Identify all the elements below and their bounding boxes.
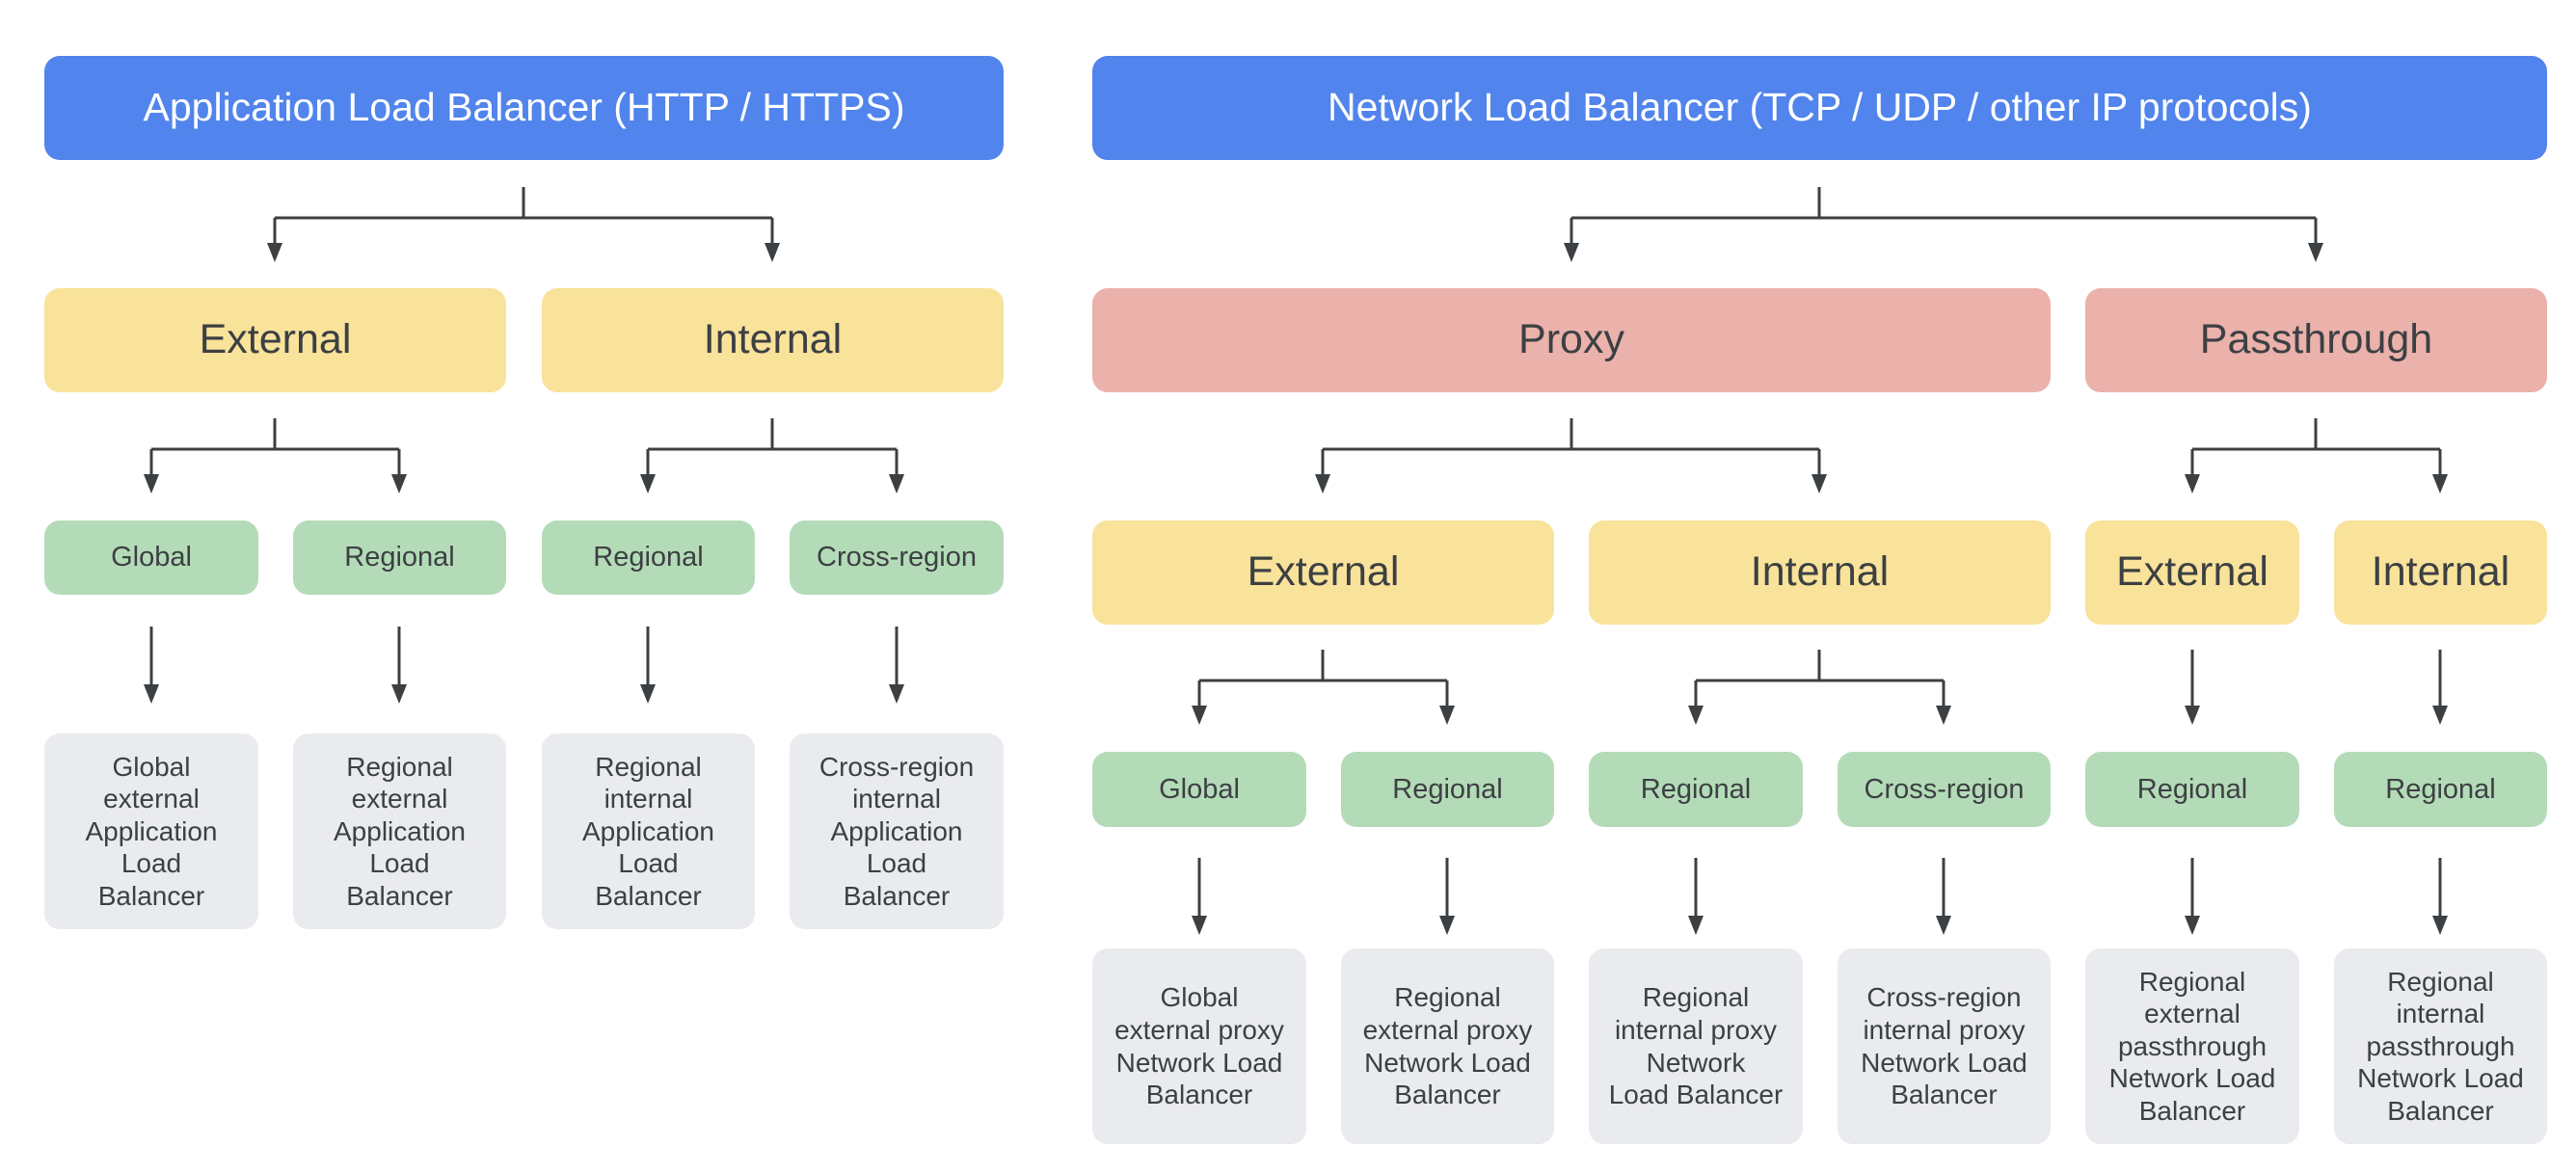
- regional-internal-proxy-nlb-product: Regional internal proxy Network Load Bal…: [1589, 948, 1803, 1144]
- connector-arrowhead-59: [2432, 706, 2448, 725]
- nlb-proxy-external-regional-box: Regional: [1341, 752, 1554, 827]
- connector-arrowhead-63: [1439, 916, 1455, 935]
- connector-arrowhead-19: [144, 684, 159, 704]
- regional-external-alb-product: Regional external Application Load Balan…: [293, 734, 506, 929]
- nlb-proxy-internal-regional-box: Regional: [1589, 752, 1803, 827]
- nlb-proxy-box: Proxy: [1092, 288, 2051, 392]
- alb-external-global-box: Global: [44, 520, 258, 595]
- connector-arrowhead-55: [1936, 706, 1951, 725]
- nlb-title: Network Load Balancer (TCP / UDP / other…: [1092, 56, 2547, 160]
- connector-arrowhead-9: [144, 474, 159, 494]
- regional-internal-alb-product: Regional internal Application Load Balan…: [542, 734, 755, 929]
- nlb-proxy-external-box: External: [1092, 520, 1554, 625]
- connector-arrowhead-23: [640, 684, 656, 704]
- connector-arrowhead-53: [1688, 706, 1704, 725]
- connector-arrowhead-29: [1564, 243, 1579, 262]
- alb-internal-box: Internal: [542, 288, 1004, 392]
- regional-internal-passthrough-nlb-product: Regional internal passthrough Network Lo…: [2334, 948, 2547, 1144]
- connector-arrowhead-5: [765, 243, 780, 262]
- connector-arrowhead-25: [889, 684, 904, 704]
- regional-external-passthrough-nlb-product: Regional external passthrough Network Lo…: [2085, 948, 2299, 1144]
- connector-arrowhead-3: [267, 243, 282, 262]
- connector-arrowhead-57: [2185, 706, 2200, 725]
- nlb-passthrough-internal-box: Internal: [2334, 520, 2547, 625]
- regional-external-proxy-nlb-product: Regional external proxy Network Load Bal…: [1341, 948, 1554, 1144]
- connector-arrowhead-67: [1936, 916, 1951, 935]
- connector-arrowhead-35: [1315, 474, 1330, 494]
- nlb-proxy-internal-cross-region-box: Cross-region: [1838, 752, 2051, 827]
- cross-region-internal-proxy-nlb-product: Cross-region internal proxy Network Load…: [1838, 948, 2051, 1144]
- connector-arrowhead-15: [640, 474, 656, 494]
- alb-external-regional-box: Regional: [293, 520, 506, 595]
- connector-arrowhead-65: [1688, 916, 1704, 935]
- alb-internal-cross-region-box: Cross-region: [790, 520, 1004, 595]
- connector-arrowhead-17: [889, 474, 904, 494]
- nlb-passthrough-external-regional-box: Regional: [2085, 752, 2299, 827]
- nlb-passthrough-box: Passthrough: [2085, 288, 2547, 392]
- nlb-proxy-internal-box: Internal: [1589, 520, 2051, 625]
- alb-internal-regional-box: Regional: [542, 520, 755, 595]
- connector-arrowhead-49: [1439, 706, 1455, 725]
- nlb-passthrough-external-box: External: [2085, 520, 2299, 625]
- global-external-proxy-nlb-product: Global external proxy Network Load Balan…: [1092, 948, 1306, 1144]
- nlb-passthrough-internal-regional-box: Regional: [2334, 752, 2547, 827]
- connector-arrowhead-31: [2308, 243, 2323, 262]
- connector-arrowhead-41: [2185, 474, 2200, 494]
- connector-arrowhead-47: [1192, 706, 1207, 725]
- connector-arrowhead-11: [391, 474, 407, 494]
- connector-arrowhead-43: [2432, 474, 2448, 494]
- global-external-alb-product: Global external Application Load Balance…: [44, 734, 258, 929]
- connector-arrowhead-21: [391, 684, 407, 704]
- connector-arrowhead-61: [1192, 916, 1207, 935]
- cross-region-internal-alb-product: Cross-region internal Application Load B…: [790, 734, 1004, 929]
- connector-arrowhead-69: [2185, 916, 2200, 935]
- connector-arrowhead-37: [1811, 474, 1827, 494]
- nlb-proxy-external-global-box: Global: [1092, 752, 1306, 827]
- alb-title: Application Load Balancer (HTTP / HTTPS): [44, 56, 1004, 160]
- alb-external-box: External: [44, 288, 506, 392]
- connector-arrowhead-71: [2432, 916, 2448, 935]
